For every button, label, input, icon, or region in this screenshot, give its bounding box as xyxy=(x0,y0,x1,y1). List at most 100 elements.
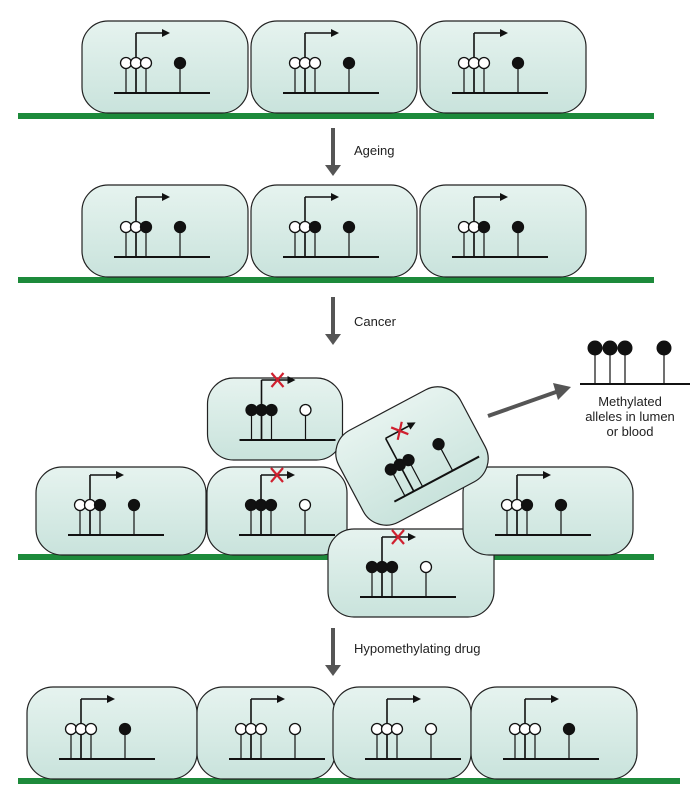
cell-body xyxy=(419,20,587,114)
cell-body xyxy=(196,686,336,780)
methylated-cpg-icon xyxy=(127,498,141,535)
methylated-cpg-icon xyxy=(432,438,454,471)
cpg-circle xyxy=(83,498,97,512)
unmethylated-cpg-icon xyxy=(424,722,438,759)
methylated-cpg-icon xyxy=(402,453,424,487)
side-label-line-2: alleles in lumen xyxy=(585,409,675,424)
unmethylated-cpg-icon xyxy=(390,722,404,759)
cell xyxy=(35,466,207,556)
cpg-stem xyxy=(401,468,415,492)
cpg-circle xyxy=(84,722,98,736)
step-arrow-head xyxy=(325,665,341,676)
unmethylated-cpg-icon xyxy=(129,56,143,93)
promoter-head xyxy=(543,471,551,479)
methylated-cpg-icon xyxy=(656,340,672,384)
x-stroke xyxy=(270,372,285,388)
promoter-head xyxy=(500,29,508,37)
release-arrow-head xyxy=(553,383,571,400)
cell-body xyxy=(327,528,495,618)
cpg-stem xyxy=(410,464,424,487)
methylated-cpg-icon xyxy=(477,220,491,257)
cpg-circle xyxy=(298,498,312,512)
methylated-cpg-icon xyxy=(617,340,633,384)
cpg-stem xyxy=(392,473,406,497)
unmethylated-cpg-icon xyxy=(234,722,248,759)
methylated-cpg-icon xyxy=(139,220,153,257)
silenced-x-icon xyxy=(391,529,405,545)
cell xyxy=(335,386,489,526)
cpg-circle xyxy=(264,498,278,512)
cpg-circle xyxy=(477,56,491,70)
cpg-circle xyxy=(173,220,187,234)
cpg-circle xyxy=(402,453,415,467)
cell xyxy=(206,372,344,461)
silenced-x-icon xyxy=(390,421,409,441)
x-stroke xyxy=(270,467,284,483)
silenced-x-icon xyxy=(270,372,285,388)
dna-strand xyxy=(393,455,480,503)
unmethylated-cpg-icon xyxy=(119,56,133,93)
unmethylated-cpg-icon xyxy=(299,403,312,440)
cpg-circle xyxy=(173,56,187,70)
cell-body xyxy=(462,466,634,556)
cpg-circle xyxy=(308,220,322,234)
promoter-head xyxy=(413,695,421,703)
unmethylated-cpg-icon xyxy=(508,722,522,759)
cpg-circle xyxy=(308,56,322,70)
basement-membrane xyxy=(18,113,654,119)
released-alleles xyxy=(580,340,690,385)
cpg-circle xyxy=(510,498,524,512)
promoter-head xyxy=(331,29,339,37)
unmethylated-cpg-icon xyxy=(129,220,143,257)
drug-label: Hypomethylating drug xyxy=(354,641,481,656)
ageing-label: Ageing xyxy=(354,143,395,158)
cpg-circle xyxy=(518,722,532,736)
silenced-x-icon xyxy=(270,467,284,483)
cpg-circle xyxy=(73,498,87,512)
cell xyxy=(419,20,587,114)
step-arrow-head xyxy=(325,165,341,176)
cpg-circle xyxy=(432,438,445,451)
cell-body xyxy=(26,686,198,780)
methylated-cpg-icon xyxy=(511,56,525,93)
step-arrow-icon xyxy=(325,297,341,345)
cpg-circle xyxy=(127,498,141,512)
x-stroke xyxy=(391,529,405,545)
cell-body xyxy=(35,466,207,556)
cpg-circle xyxy=(74,722,88,736)
promoter-arm xyxy=(385,425,409,440)
cell xyxy=(250,20,418,114)
cpg-circle xyxy=(342,220,356,234)
cell-body xyxy=(250,184,418,278)
cpg-circle xyxy=(554,498,568,512)
cpg-circle xyxy=(118,722,132,736)
methylated-alleles-label: Methylated alleles in lumen or blood xyxy=(575,394,685,439)
promoter-head xyxy=(408,533,416,541)
methylated-cpg-icon xyxy=(342,220,356,257)
cpg-circle xyxy=(342,56,356,70)
methylated-cpg-icon xyxy=(173,56,187,93)
methylated-cpg-icon xyxy=(93,498,107,535)
cell xyxy=(327,528,495,618)
methylated-cpg-icon xyxy=(244,498,258,535)
cancer-label: Cancer xyxy=(354,314,396,329)
cell xyxy=(470,686,638,780)
cell-body xyxy=(81,184,249,278)
unmethylated-cpg-icon xyxy=(528,722,542,759)
cpg-circle xyxy=(528,722,542,736)
cpg-circle xyxy=(139,220,153,234)
cell-body xyxy=(332,686,472,780)
unmethylated-cpg-icon xyxy=(477,56,491,93)
promoter-head xyxy=(162,29,170,37)
cell xyxy=(81,184,249,278)
methylated-cpg-icon xyxy=(520,498,534,535)
unmethylated-cpg-icon xyxy=(254,722,268,759)
promoter-head xyxy=(551,695,559,703)
promoter-head xyxy=(162,193,170,201)
cell-body xyxy=(470,686,638,780)
unmethylated-cpg-icon xyxy=(83,498,97,535)
cell-body xyxy=(419,184,587,278)
methylated-cpg-icon xyxy=(385,560,399,597)
methylated-cpg-icon xyxy=(265,403,278,440)
